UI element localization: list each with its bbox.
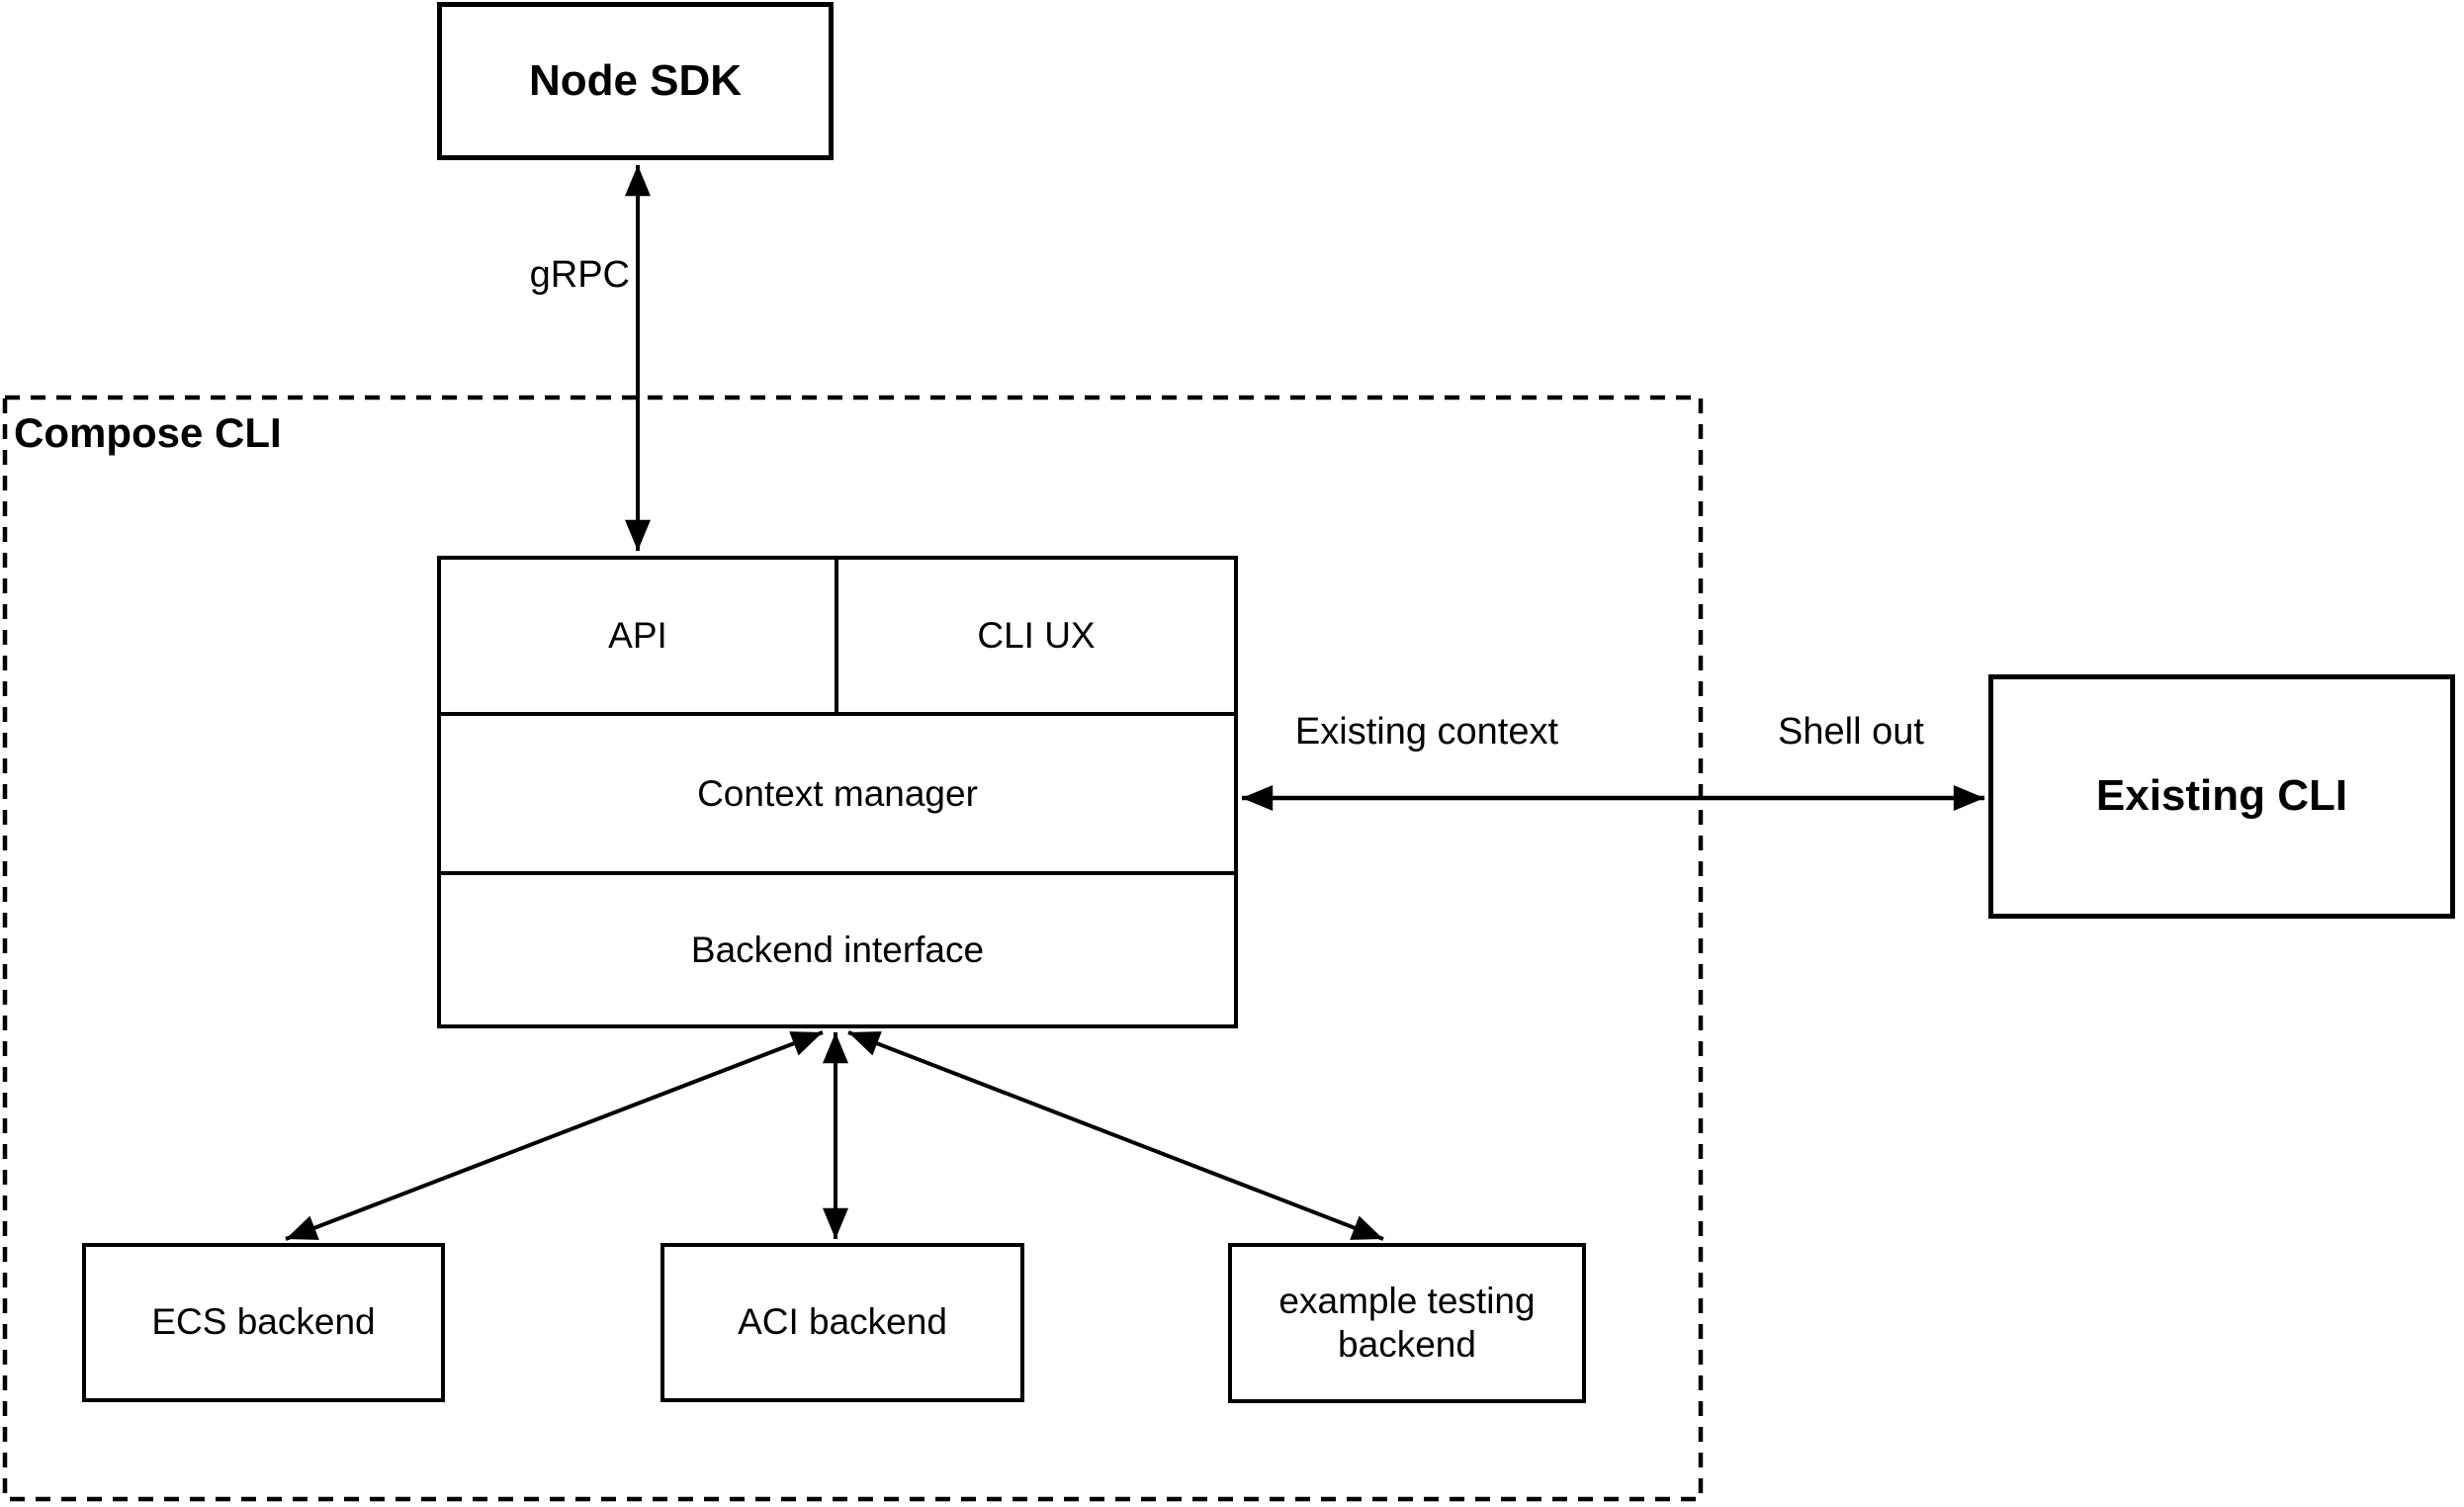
api-cell: API [441, 560, 838, 712]
cli-ux-cell: CLI UX [838, 560, 1234, 712]
example-testing-backend-arrow [847, 1030, 1384, 1241]
aci-backend-box: ACI backend [660, 1243, 1024, 1402]
core-top-row: API CLI UX [441, 560, 1234, 712]
grpc-edge-label: gRPC [529, 254, 630, 296]
node-sdk-box: Node SDK [437, 2, 834, 160]
compose-cli-container-label: Compose CLI [14, 409, 282, 456]
context-manager-label: Context manager [697, 772, 978, 814]
ecs-backend-box: ECS backend [82, 1243, 445, 1402]
example-testing-backend-box: example testing backend [1228, 1243, 1586, 1403]
existing-cli-label: Existing CLI [2095, 771, 2348, 821]
example-testing-backend-label: example testing backend [1278, 1280, 1536, 1365]
existing-context-edge-label: Existing context [1294, 711, 1559, 753]
node-sdk-label: Node SDK [528, 55, 743, 105]
existing-cli-box: Existing CLI [1988, 674, 2455, 919]
ecs-backend-label: ECS backend [151, 1301, 376, 1343]
compose-core-box: API CLI UX Context manager Backend inter… [437, 556, 1238, 1028]
aci-backend-label: ACI backend [738, 1301, 947, 1343]
backend-interface-cell: Backend interface [441, 871, 1234, 1024]
cli-ux-label: CLI UX [977, 615, 1096, 656]
context-manager-cell: Context manager [441, 712, 1234, 871]
ecs-backend-arrow [285, 1030, 824, 1241]
backend-interface-label: Backend interface [690, 929, 985, 970]
shell-out-edge-label: Shell out [1778, 711, 1924, 753]
api-label: API [608, 615, 667, 656]
